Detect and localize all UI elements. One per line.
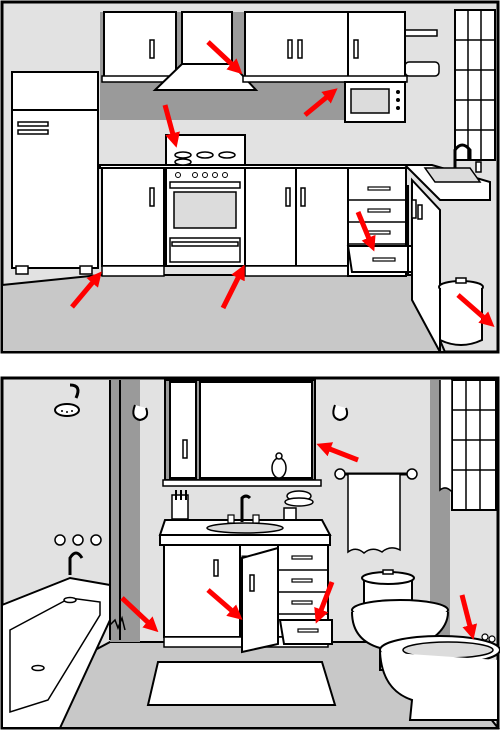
- stove: [165, 134, 246, 267]
- arrow-oven-toe-kick: [220, 264, 245, 310]
- kitchen-shelf: [404, 61, 440, 77]
- base-cabinet-middle: [244, 167, 349, 277]
- upper-cabinet-right: [242, 11, 408, 83]
- arrow-trash-bin: [456, 293, 495, 327]
- corner-cabinet: [407, 185, 423, 275]
- towel-hook-left: [132, 404, 149, 422]
- kitchen-scene: [0, 0, 500, 354]
- kitchen-shelf: [404, 29, 438, 37]
- toothbrush-holder: [171, 490, 189, 520]
- bidet: [379, 633, 500, 721]
- drawer-stack: [346, 167, 413, 277]
- upper-cabinet-left: [101, 11, 179, 83]
- soap-dish: [284, 490, 314, 507]
- refrigerator: [11, 71, 99, 275]
- bathroom-window: [439, 379, 497, 511]
- bath-mat: [146, 661, 337, 706]
- mirror-cabinet: [162, 379, 322, 487]
- bathroom-scene: [0, 376, 500, 730]
- kitchen-arrows: [70, 40, 495, 327]
- kitchen-window: [454, 9, 496, 161]
- arrow-open-cabinet: [206, 588, 243, 620]
- base-cabinet-left: [101, 167, 165, 277]
- bath-taps: [54, 534, 102, 575]
- shower-head-icon: [54, 383, 80, 417]
- arrow-toilet-base: [459, 594, 478, 640]
- bathtub: [0, 576, 111, 729]
- kitchen-sink: [423, 143, 482, 183]
- arrow-drawer: [314, 581, 335, 624]
- arrow-vanity-base: [120, 596, 159, 633]
- arrow-fridge-base: [70, 271, 102, 309]
- arrow-drawer: [355, 211, 376, 252]
- trash-bin: [438, 277, 484, 346]
- open-cabinet-door: [241, 546, 279, 654]
- bathroom-arrows: [120, 442, 478, 640]
- arrow-mirror: [316, 442, 359, 463]
- kitchen-floor: [0, 274, 447, 353]
- arrow-cooktop: [162, 104, 180, 148]
- arrow-range-hood: [206, 40, 243, 75]
- arrow-microwave: [303, 88, 338, 117]
- towel-bar: [334, 468, 418, 554]
- microwave: [344, 81, 406, 123]
- vanity-top: [158, 494, 332, 546]
- towel-hook-right: [332, 404, 349, 422]
- vanity-open-drawer: [278, 619, 333, 645]
